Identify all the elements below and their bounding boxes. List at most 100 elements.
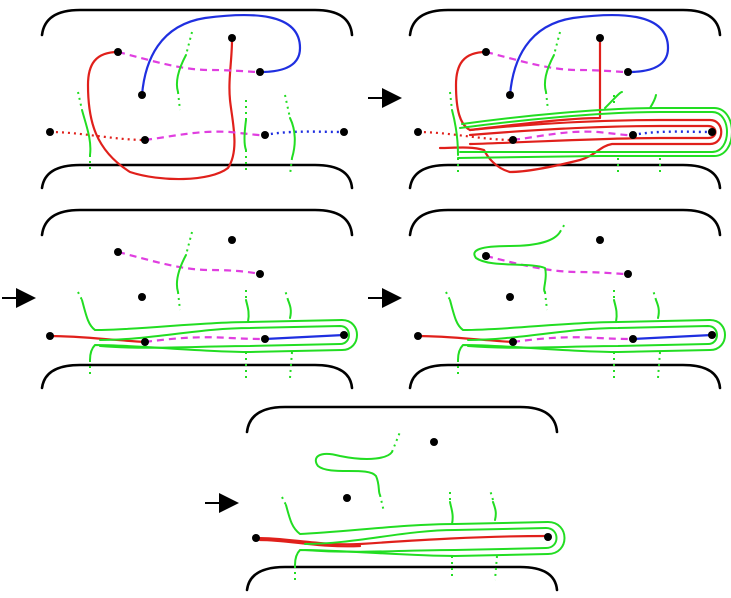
marked-point — [414, 332, 422, 340]
green-curve — [604, 91, 623, 109]
marked-point — [596, 236, 604, 244]
marked-point — [261, 131, 269, 139]
green-curve — [99, 325, 350, 349]
marked-point — [430, 438, 438, 446]
blue-dotted-arc — [264, 130, 345, 137]
panel-5 — [245, 405, 566, 592]
surface-boundary-bottom — [408, 363, 722, 390]
green-curve — [449, 501, 454, 525]
green-curve — [287, 299, 292, 319]
green-curve-dotted — [185, 231, 193, 256]
green-curve — [245, 299, 250, 323]
surface-boundary-top — [408, 208, 722, 237]
green-curve — [467, 325, 718, 349]
marked-point — [340, 128, 348, 136]
surface-boundary-bottom — [40, 163, 354, 190]
green-curve-dotted — [559, 221, 567, 233]
marked-point — [414, 128, 422, 136]
marked-point — [141, 136, 149, 144]
magenta-arc-lower — [512, 336, 634, 344]
green-curve — [451, 109, 459, 156]
blue-arc — [140, 13, 302, 97]
magenta-arc-upper — [117, 250, 261, 276]
green-curve-dotted — [289, 351, 293, 379]
surface-boundary-top — [245, 405, 559, 434]
panel-1 — [40, 8, 354, 190]
green-curve-dotted — [284, 94, 291, 119]
green-curve — [655, 299, 660, 319]
marked-point — [46, 128, 54, 136]
green-curve-dotted — [657, 351, 661, 379]
green-curve — [314, 451, 393, 496]
blue-arc — [263, 333, 346, 341]
panel-3 — [40, 208, 358, 390]
marked-point — [114, 48, 122, 56]
green-curve — [285, 504, 566, 566]
green-curve — [175, 254, 187, 293]
marked-point — [629, 335, 637, 343]
marked-point — [138, 91, 146, 99]
blue-arc — [508, 13, 670, 97]
marked-point — [114, 248, 122, 256]
marked-point — [138, 293, 146, 301]
blue-arc — [631, 333, 714, 341]
surface-boundary-bottom — [408, 163, 722, 190]
marked-point — [708, 331, 716, 339]
magenta-arc-lower — [512, 130, 634, 142]
green-curve-dotted — [77, 91, 83, 111]
marked-point — [256, 68, 264, 76]
magenta-arc-upper — [117, 50, 261, 74]
red-arc — [48, 334, 147, 344]
marked-point — [46, 332, 54, 340]
surface-boundary-bottom — [40, 363, 354, 390]
green-curve — [304, 527, 558, 553]
marked-point — [340, 331, 348, 339]
green-curve-dotted — [77, 291, 83, 301]
green-curve-dotted — [185, 31, 193, 56]
green-curve — [81, 299, 358, 361]
marked-point — [506, 293, 514, 301]
green-curve-dotted — [177, 91, 181, 111]
magenta-arc-upper — [485, 50, 629, 74]
red-arc — [416, 334, 515, 344]
green-curve — [457, 107, 731, 159]
green-curve — [459, 111, 728, 154]
marked-point — [624, 68, 632, 76]
green-curve-dotted — [449, 91, 453, 111]
red-arc-loop — [468, 124, 717, 146]
marked-point — [509, 338, 517, 346]
green-curve-dotted — [391, 431, 401, 453]
marked-point — [596, 34, 604, 42]
magenta-arc-lower — [144, 130, 266, 142]
red-arc — [86, 38, 236, 181]
green-curve — [649, 94, 657, 109]
green-curve-dotted — [284, 289, 289, 301]
marked-point — [629, 131, 637, 139]
surface-boundary-top — [40, 208, 354, 237]
green-curve — [243, 119, 247, 151]
magenta-arc-lower — [144, 336, 266, 344]
green-curve-dotted — [545, 91, 549, 111]
marked-point — [506, 91, 514, 99]
green-curve-dotted — [445, 291, 451, 301]
marked-point — [544, 533, 552, 541]
marked-point — [252, 534, 260, 542]
marked-point — [482, 48, 490, 56]
marked-point — [261, 335, 269, 343]
green-curve — [492, 501, 497, 521]
surface-boundary-bottom — [245, 565, 559, 592]
green-curve — [175, 54, 187, 93]
panel-2 — [408, 8, 731, 190]
green-curve-dotted — [489, 489, 494, 501]
marked-point — [708, 128, 716, 136]
green-curve — [289, 117, 296, 159]
green-curve — [473, 231, 561, 293]
marked-point — [343, 494, 351, 502]
green-curve — [613, 299, 618, 323]
green-curve-dotted — [281, 496, 287, 506]
green-curve-dotted — [494, 555, 498, 581]
blue-dotted-arc — [632, 130, 713, 137]
marked-point — [228, 34, 236, 42]
red-arc — [254, 534, 550, 546]
